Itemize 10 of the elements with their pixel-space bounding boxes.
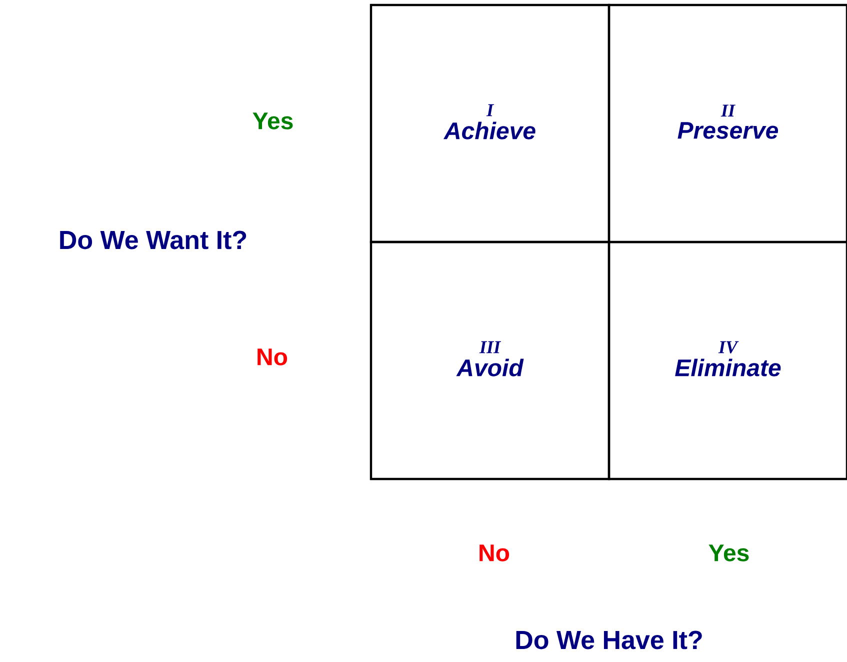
axis-title: Do We Want It? [60,230,246,250]
axis-title: Do We Have It? [516,630,702,650]
quadrant-cell: IV Eliminate [608,240,847,480]
quadrant-cell: I Achieve [370,4,610,244]
axis-label: No [480,544,510,562]
quadrant-cell: II Preserve [608,4,847,244]
axis-label: Yes [708,544,749,562]
axis-label: Yes [252,112,293,130]
axis-label: No [258,348,288,366]
quadrant-cell: III Avoid [370,240,610,480]
